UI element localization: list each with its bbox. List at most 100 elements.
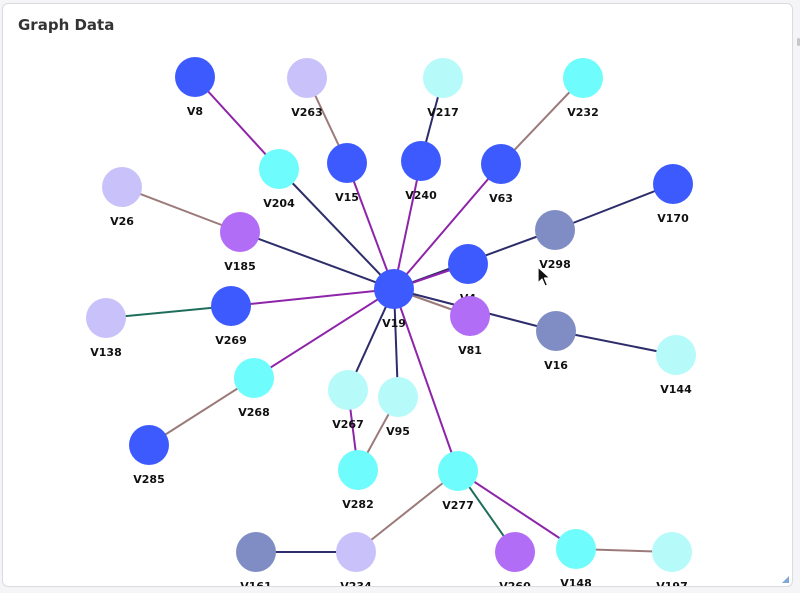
edge-v204-v19 <box>278 168 395 290</box>
node-label: V234 <box>340 580 372 587</box>
node-circle[interactable] <box>175 57 215 97</box>
node-circle[interactable] <box>220 212 260 252</box>
node-circle[interactable] <box>338 450 378 490</box>
node-label: V95 <box>386 425 410 438</box>
node-circle[interactable] <box>102 167 142 207</box>
node-circle[interactable] <box>374 269 414 309</box>
node-v217[interactable]: V217 <box>423 58 463 119</box>
node-circle[interactable] <box>336 532 376 572</box>
edge-v269-v19 <box>230 288 395 307</box>
node-circle[interactable] <box>536 311 576 351</box>
node-v260[interactable]: V260 <box>495 532 535 587</box>
edge-v268-v19 <box>253 288 395 379</box>
node-label: V285 <box>133 473 164 486</box>
node-circle[interactable] <box>563 58 603 98</box>
edge-v240-v19 <box>393 160 422 290</box>
edge-v170-v298 <box>554 183 674 231</box>
node-v185[interactable]: V185 <box>220 212 260 273</box>
node-circle[interactable] <box>236 532 276 572</box>
node-label: V232 <box>567 106 598 119</box>
resize-grip-icon[interactable] <box>782 576 789 583</box>
node-v204[interactable]: V204 <box>259 149 299 210</box>
edge-v138-v269 <box>105 305 232 319</box>
node-label: V26 <box>110 215 134 228</box>
node-circle[interactable] <box>328 370 368 410</box>
node-label: V63 <box>489 192 513 205</box>
node-label: V260 <box>499 580 531 587</box>
node-circle[interactable] <box>287 58 327 98</box>
node-circle[interactable] <box>423 58 463 98</box>
node-v277[interactable]: V277 <box>438 451 478 512</box>
node-circle[interactable] <box>495 532 535 572</box>
node-v268[interactable]: V268 <box>234 358 274 419</box>
edge-v185-v19 <box>239 231 395 290</box>
node-circle[interactable] <box>450 296 490 336</box>
node-label: V204 <box>263 197 295 210</box>
node-label: V269 <box>215 334 246 347</box>
scrollbar[interactable] <box>797 38 800 46</box>
node-v234[interactable]: V234 <box>336 532 376 587</box>
node-v197[interactable]: V197 <box>652 532 692 587</box>
node-v138[interactable]: V138 <box>86 298 126 359</box>
node-v269[interactable]: V269 <box>211 286 251 347</box>
node-circle[interactable] <box>438 451 478 491</box>
node-v16[interactable]: V16 <box>536 311 576 372</box>
node-v4[interactable]: V4 <box>448 244 488 305</box>
node-v81[interactable]: V81 <box>450 296 490 357</box>
node-circle[interactable] <box>327 143 367 183</box>
node-circle[interactable] <box>211 286 251 326</box>
node-v285[interactable]: V285 <box>129 425 169 486</box>
node-label: V277 <box>442 499 473 512</box>
node-label: V144 <box>660 383 692 396</box>
node-circle[interactable] <box>86 298 126 338</box>
node-v282[interactable]: V282 <box>338 450 378 511</box>
node-label: V282 <box>342 498 373 511</box>
node-v170[interactable]: V170 <box>653 164 693 225</box>
node-label: V8 <box>187 105 203 118</box>
node-v148[interactable]: V148 <box>556 529 596 587</box>
node-circle[interactable] <box>481 144 521 184</box>
node-label: V298 <box>539 258 570 271</box>
node-v232[interactable]: V232 <box>563 58 603 119</box>
node-circle[interactable] <box>378 377 418 417</box>
node-circle[interactable] <box>535 210 575 250</box>
node-label: V138 <box>90 346 121 359</box>
node-circle[interactable] <box>129 425 169 465</box>
node-v298[interactable]: V298 <box>535 210 575 271</box>
node-v144[interactable]: V144 <box>656 335 696 396</box>
panel-title: Graph Data <box>18 16 115 34</box>
node-label: V268 <box>238 406 269 419</box>
edge-v26-v185 <box>121 186 241 233</box>
node-v240[interactable]: V240 <box>401 141 441 202</box>
node-v161[interactable]: V161 <box>236 532 276 587</box>
node-circle[interactable] <box>652 532 692 572</box>
edge-v8-v204 <box>194 76 280 170</box>
node-circle[interactable] <box>259 149 299 189</box>
node-v267[interactable]: V267 <box>328 370 368 431</box>
node-label: V240 <box>405 189 437 202</box>
node-v15[interactable]: V15 <box>327 143 367 204</box>
node-v26[interactable]: V26 <box>102 167 142 228</box>
node-v8[interactable]: V8 <box>175 57 215 118</box>
node-v63[interactable]: V63 <box>481 144 521 205</box>
node-label: V267 <box>332 418 363 431</box>
node-label: V19 <box>382 317 406 330</box>
node-circle[interactable] <box>656 335 696 375</box>
edge-v234-v277 <box>355 470 459 553</box>
node-v19[interactable]: V19 <box>374 269 414 330</box>
node-label: V161 <box>240 580 271 587</box>
node-label: V170 <box>657 212 689 225</box>
node-circle[interactable] <box>556 529 596 569</box>
node-v263[interactable]: V263 <box>287 58 327 119</box>
node-v95[interactable]: V95 <box>378 377 418 438</box>
node-circle[interactable] <box>234 358 274 398</box>
edge-layer <box>105 76 677 553</box>
edge-v15-v19 <box>346 162 395 290</box>
node-label: V185 <box>224 260 255 273</box>
node-circle[interactable] <box>653 164 693 204</box>
node-circle[interactable] <box>448 244 488 284</box>
node-circle[interactable] <box>401 141 441 181</box>
